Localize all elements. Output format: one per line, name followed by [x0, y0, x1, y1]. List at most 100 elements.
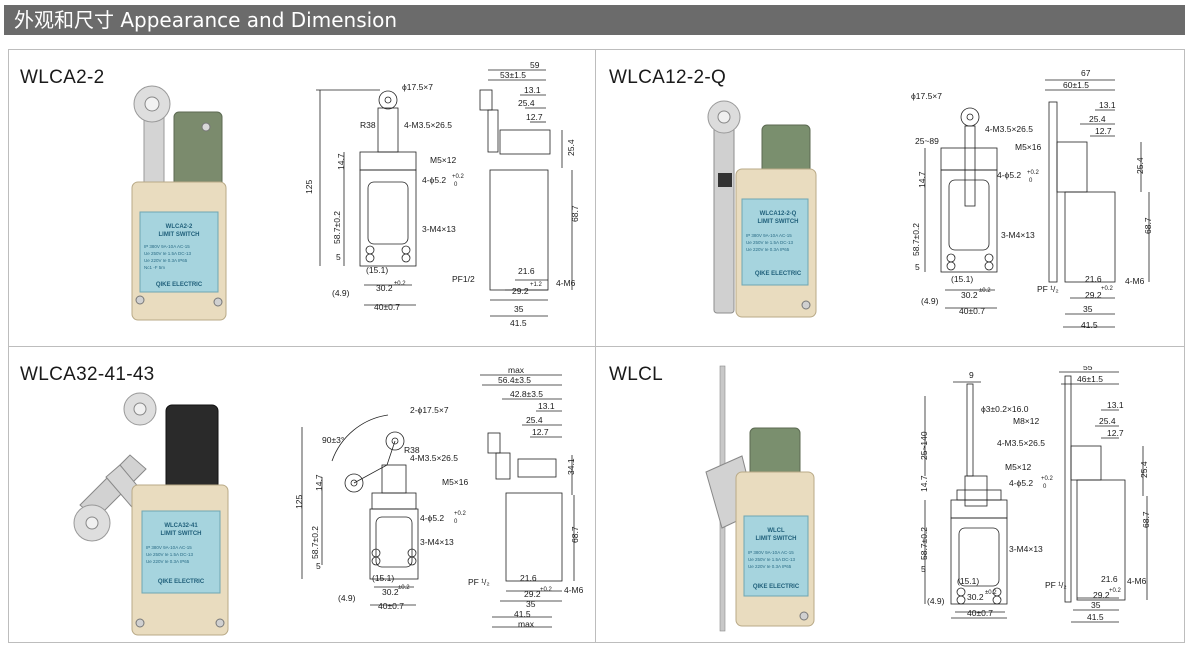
dim-label: 13.1: [538, 401, 555, 411]
dim-label: 34.1: [566, 458, 576, 475]
dim-label: 13.1: [1107, 400, 1124, 410]
dim-label: 29.2: [512, 286, 529, 296]
dim-label: 29.2: [524, 589, 541, 599]
dim-label: (15.1): [366, 265, 388, 275]
dim-label: 0: [1043, 484, 1047, 490]
dim-label: M5×12: [1005, 462, 1031, 472]
dim-label: 12.7: [532, 427, 549, 437]
dim-label: 21.6: [518, 266, 535, 276]
product-photo: WLCA2-2 LIMIT SWITCH IP 380V 9A-10A AC-1…: [131, 85, 227, 321]
plate-name: WLCA2-2: [166, 224, 193, 230]
dim-label: M5×16: [1015, 142, 1041, 152]
plate-spec: IP 380V 9A-10A AC-15: [144, 244, 190, 249]
dim-label: 25.4: [1139, 461, 1149, 478]
plate-type: LIMIT SWITCH: [756, 536, 797, 542]
dim-label: 2-ϕ17.5×7: [410, 405, 449, 415]
dimension-drawing: ϕ17.5×7 4-M3.5×26.5 25~89 M5×16 4-ϕ5.2 +…: [911, 68, 1153, 330]
dim-label: 35: [514, 304, 524, 314]
dim-label: 40±0.7: [378, 601, 404, 611]
dim-label: +0.2: [1027, 170, 1040, 176]
dim-label: 9: [969, 370, 974, 380]
dim-label: 4-M3.5×26.5: [410, 453, 458, 463]
dim-label: 14.7: [919, 475, 929, 492]
dim-label: max: [508, 365, 525, 375]
dim-label: 41.5: [1087, 612, 1104, 622]
dim-label: M8×12: [1013, 416, 1039, 426]
dim-label: 0: [1029, 178, 1033, 184]
dim-label: 35: [1083, 304, 1093, 314]
dim-label: (15.1): [951, 274, 973, 284]
dim-label: 4-ϕ5.2: [420, 513, 444, 523]
dim-label: (4.9): [921, 296, 939, 306]
plate-spec: Nc1 -F 5m: [144, 265, 165, 270]
plate-spec: Ue 220V Ie 0.3A IP65: [748, 564, 792, 569]
dim-label: 125: [304, 180, 314, 194]
dim-label: +0.2: [540, 587, 553, 593]
dim-label: 59: [530, 60, 540, 70]
dim-label: 35: [526, 599, 536, 609]
plate-spec: Ue 250V Ie 1.5A DC-13: [146, 552, 194, 557]
dim-label: 40±0.7: [959, 306, 985, 316]
plate-spec: Ue 220V Ie 0.3A IP65: [144, 258, 188, 263]
dim-label: M5×16: [442, 477, 468, 487]
dim-label: 68.7: [570, 205, 580, 222]
dim-label: 4-M6: [556, 278, 576, 288]
grid-divider-horizontal: [8, 346, 1185, 347]
dim-label: 42.8±3.5: [510, 389, 543, 399]
plate-brand: QIKE ELECTRIC: [753, 584, 800, 590]
dim-label: 3-M4×13: [420, 537, 454, 547]
dim-label: 67: [1081, 68, 1091, 78]
dim-label: ±0.2: [394, 281, 406, 287]
dim-label: 4-M6: [1125, 276, 1145, 286]
dim-label: 25.4: [1099, 416, 1116, 426]
dim-label: 68.7: [1143, 217, 1153, 234]
dim-label: 4-M3.5×26.5: [985, 124, 1033, 134]
dim-label: 4-ϕ5.2: [1009, 478, 1033, 488]
dim-label: (4.9): [927, 596, 945, 606]
dim-label: ±0.2: [979, 288, 991, 294]
dim-label: 30.2: [961, 290, 978, 300]
dim-label: 4-ϕ5.2: [422, 175, 446, 185]
dim-label: 4-M3.5×26.5: [997, 438, 1045, 448]
dim-label: 25.4: [566, 139, 576, 156]
plate-spec: IP 380V 9A-10A AC-15: [746, 233, 792, 238]
dim-label: 55: [1083, 366, 1093, 372]
dim-label: R38: [404, 445, 420, 455]
model-name: WLCA12-2-Q: [609, 67, 727, 88]
dimension-drawing: 2-ϕ17.5×7 90±3° R38 4-M3.5×26.5 M5×16 4-…: [294, 365, 584, 629]
plate-spec: Ue 220V Ie 0.3A IP65: [746, 247, 790, 252]
dim-label: 30.2: [376, 283, 393, 293]
dim-label: 14.7: [336, 153, 346, 170]
dim-label: ±0.2: [398, 585, 410, 591]
dim-label: 53±1.5: [500, 70, 526, 80]
dimension-drawing: ϕ17.5×7 R38 4-M3.5×26.5 M5×12 4-ϕ5.2 +0.…: [304, 60, 580, 328]
dim-label: ϕ3±0.2×16.0: [981, 404, 1029, 414]
plate-spec: IP 380V 9A-10A AC-15: [146, 545, 192, 550]
dim-label: 125: [294, 495, 304, 509]
section-header: 外观和尺寸 Appearance and Dimension: [4, 5, 1185, 35]
dim-label: +0.2: [1101, 286, 1114, 292]
dim-label: (15.1): [957, 576, 979, 586]
dim-label: 29.2: [1093, 590, 1110, 600]
dim-label: 4-M6: [564, 585, 584, 595]
dim-label: 25.4: [518, 98, 535, 108]
dim-label: 13.1: [524, 85, 541, 95]
dim-label: (4.9): [332, 288, 350, 298]
plate-type: LIMIT SWITCH: [758, 219, 799, 225]
dim-label: 46±1.5: [1077, 374, 1103, 384]
dim-label: +0.2: [1109, 588, 1122, 594]
dim-label: 41.5: [510, 318, 527, 328]
dim-label: 60±1.5: [1063, 80, 1089, 90]
product-photo: WLCL LIMIT SWITCH IP 380V 9A-10A AC-15 U…: [705, 365, 815, 632]
dim-label: PF ¹/₂: [1037, 284, 1059, 294]
dim-label: 3-M4×13: [422, 224, 456, 234]
dim-label: 3-M4×13: [1009, 544, 1043, 554]
dim-label: 0: [454, 182, 458, 188]
plate-brand: QIKE ELECTRIC: [156, 282, 203, 288]
dim-label: 21.6: [1085, 274, 1102, 284]
dim-label: R38: [360, 120, 376, 130]
model-name: WLCA32-41-43: [20, 364, 155, 385]
dim-label: 12.7: [526, 112, 543, 122]
dim-label: 12.7: [1107, 428, 1124, 438]
dim-label: 68.7: [1141, 511, 1151, 528]
